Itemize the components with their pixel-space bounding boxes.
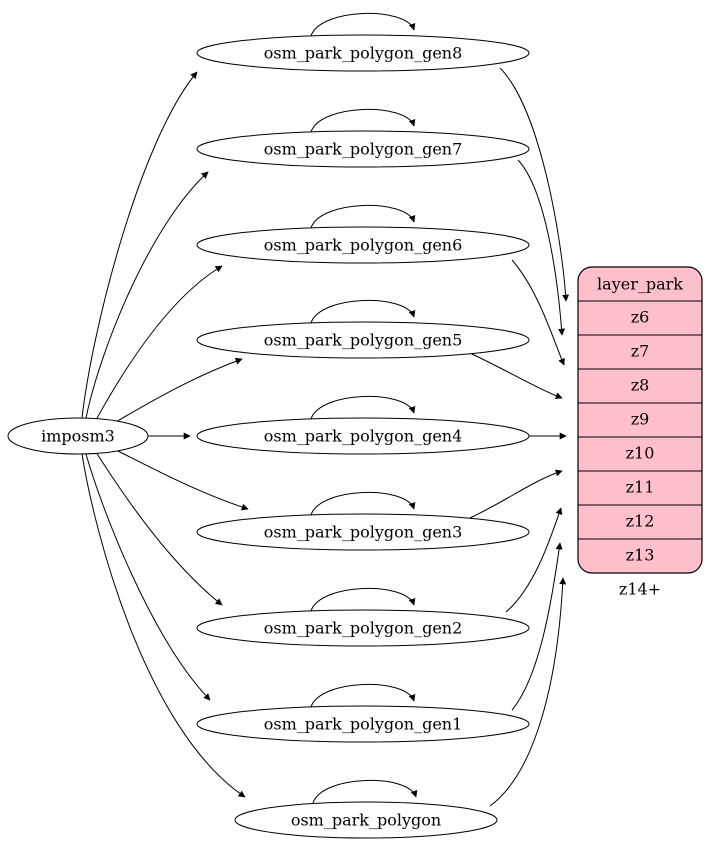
node-osm_park_polygon[interactable]: osm_park_polygon (234, 801, 498, 839)
edge-osm-park-polygon-to-z14plus (489, 577, 567, 807)
table-row-label-z12: z12 (626, 512, 655, 531)
table-row-label-z7: z7 (631, 342, 650, 361)
node-label: osm_park_polygon_gen5 (264, 331, 463, 350)
node-shape (196, 226, 530, 264)
table-border (577, 266, 703, 574)
table-row-label-z10: z10 (626, 444, 655, 463)
table-row-label-z11: z11 (626, 478, 655, 497)
node-shape (7, 417, 149, 455)
edge-gen7-to-z7 (517, 159, 566, 336)
self-loop-osm-park-polygon (312, 780, 418, 804)
self-loop-gen3 (310, 492, 416, 516)
table-row-cell-z12[interactable] (578, 504, 702, 540)
edge-gen2-to-z12 (505, 507, 563, 613)
self-loop-edges (310, 13, 418, 804)
edge-gen3-to-z11 (469, 469, 563, 519)
edge-imposm3-to-gen2 (95, 451, 223, 606)
edge-gen1-to-z13 (511, 542, 563, 711)
node-shape (196, 705, 530, 743)
table-row-cell-z13[interactable] (578, 538, 702, 573)
self-loop-gen2 (310, 588, 416, 612)
node-shape (196, 513, 530, 551)
node-shape (196, 609, 530, 647)
node-osm_park_polygon_gen4[interactable]: osm_park_polygon_gen4 (196, 417, 530, 455)
layer-park-table[interactable]: layer_park z6 z7 z8 z9 z10 z11 z12 z13 z… (577, 266, 703, 607)
edge-imposm3-to-gen5 (113, 357, 243, 424)
node-osm_park_polygon_gen8[interactable]: osm_park_polygon_gen8 (196, 34, 530, 72)
edge-gen8-to-z6 (499, 67, 570, 302)
self-loop-gen8 (310, 13, 416, 37)
node-shape (196, 321, 530, 359)
node-osm_park_polygon_gen5[interactable]: osm_park_polygon_gen5 (196, 321, 530, 359)
table-row-cell-z9[interactable] (578, 402, 702, 438)
node-label: osm_park_polygon (291, 811, 441, 830)
self-loop-gen6 (310, 205, 416, 229)
node-osm_park_polygon_gen6[interactable]: osm_park_polygon_gen6 (196, 226, 530, 264)
node-label: osm_park_polygon_gen8 (264, 44, 463, 63)
node-label: osm_park_polygon_gen7 (264, 140, 463, 159)
node-osm_park_polygon_gen7[interactable]: osm_park_polygon_gen7 (196, 130, 530, 168)
edge-gen6-to-z8 (511, 259, 565, 366)
node-shape (196, 34, 530, 72)
node-osm_park_polygon_gen1[interactable]: osm_park_polygon_gen1 (196, 705, 530, 743)
node-shape (196, 417, 530, 455)
node-label: osm_park_polygon_gen2 (264, 619, 463, 638)
edge-imposm3-to-gen8 (81, 71, 198, 419)
edge-imposm3-to-gen7 (85, 171, 209, 419)
edges-to-layer-park (469, 67, 570, 807)
table-row-label-z14plus: z14+ (619, 580, 661, 599)
self-loop-gen7 (310, 109, 416, 133)
node-shape (234, 801, 498, 839)
table-row-label-z8: z8 (631, 376, 650, 395)
edge-imposm3-to-gen1 (85, 453, 211, 701)
edge-imposm3-to-gen6 (95, 265, 223, 421)
table-header-label: layer_park (597, 275, 683, 294)
table-row-cell-z10[interactable] (578, 436, 702, 472)
edges-from-imposm3 (81, 71, 249, 798)
node-osm_park_polygon_gen2[interactable]: osm_park_polygon_gen2 (196, 609, 530, 647)
node-shape (196, 130, 530, 168)
self-loop-gen5 (310, 300, 416, 324)
edge-imposm3-to-osm-park-polygon (81, 453, 246, 798)
self-loop-gen1 (310, 684, 416, 708)
ellipse-nodes: osm_park_polygon_gen8 osm_park_polygon_g… (196, 34, 530, 839)
table-row-label-z9: z9 (631, 410, 650, 429)
self-loop-gen4 (310, 396, 416, 420)
node-label: osm_park_polygon_gen4 (264, 427, 463, 446)
node-label: osm_park_polygon_gen1 (264, 715, 463, 734)
table-row-cell-z11[interactable] (578, 470, 702, 506)
table-row-label-z13: z13 (626, 546, 655, 565)
edge-gen5-to-z9 (469, 352, 563, 400)
node-label: imposm3 (41, 427, 115, 446)
table-row-cell-z7[interactable] (578, 334, 702, 370)
node-osm_park_polygon_gen3[interactable]: osm_park_polygon_gen3 (196, 513, 530, 551)
table-row-label-z6: z6 (631, 308, 650, 327)
node-label: osm_park_polygon_gen6 (264, 236, 463, 255)
node-imposm3[interactable]: imposm3 (7, 417, 149, 455)
node-label: osm_park_polygon_gen3 (264, 523, 463, 542)
edge-imposm3-to-gen3 (113, 448, 249, 511)
